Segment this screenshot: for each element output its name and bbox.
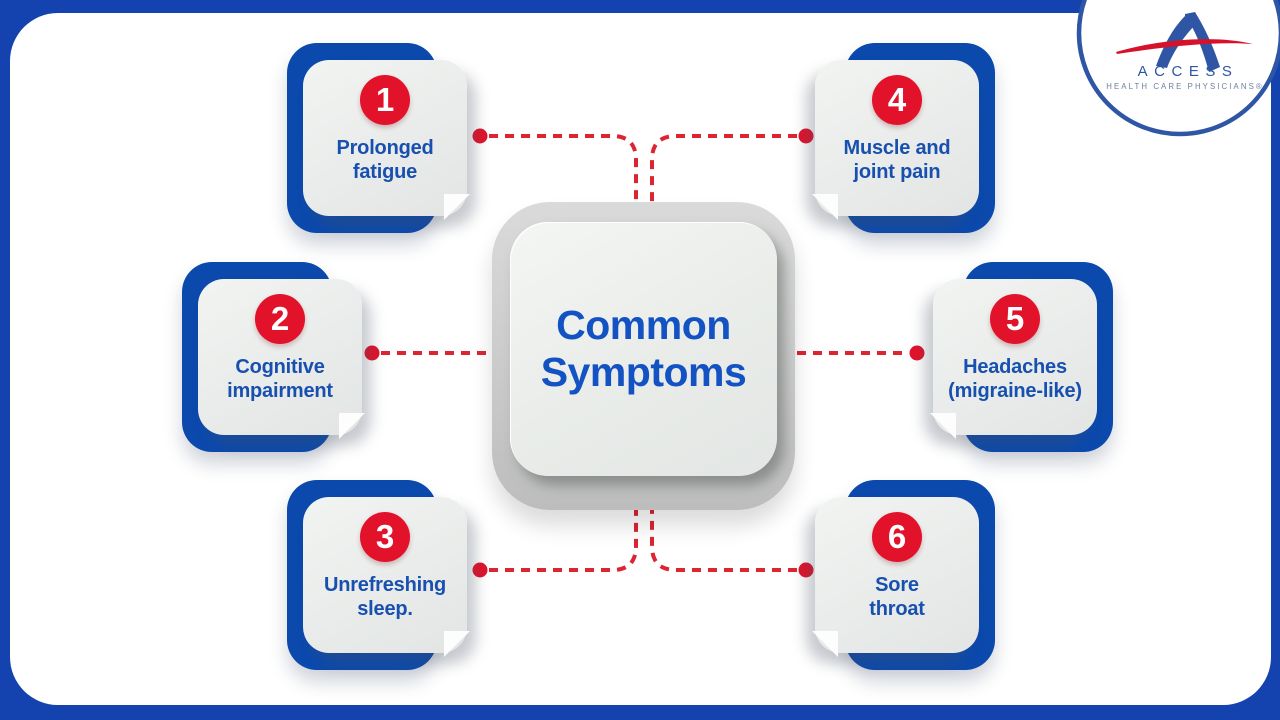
symptom-box-3: 3 Unrefreshing sleep. — [287, 480, 470, 670]
page-curl-decoration — [812, 194, 838, 220]
symptom-3-label: Unrefreshing sleep. — [323, 574, 447, 621]
symptom-box-1: 1 Prolonged fatigue — [287, 43, 470, 233]
logo-red-swoosh — [1116, 39, 1253, 54]
logo-brand-text: ACCESS — [1138, 63, 1239, 80]
logo-circle — [1076, 0, 1280, 137]
symptom-box-3-card: 3 Unrefreshing sleep. — [303, 497, 470, 657]
logo-tagline-text: HEALTH CARE PHYSICIANS® — [1106, 82, 1263, 91]
symptom-box-6-card: 6 Sore throat — [812, 497, 979, 657]
symptom-box-5-card: 5 Headaches (migraine-like) — [930, 279, 1097, 439]
step-2-badge: 2 — [255, 294, 305, 344]
access-a-icon — [1116, 12, 1253, 72]
symptom-box-6: 6 Sore throat — [812, 480, 995, 670]
page-curl-decoration — [339, 413, 365, 439]
step-4-badge: 4 — [872, 75, 922, 125]
step-3-number: 3 — [375, 518, 395, 555]
symptom-5-label: Headaches (migraine-like) — [948, 356, 1082, 403]
step-3-badge: 3 — [360, 512, 410, 562]
diagram-title: Common Symptoms — [540, 301, 747, 395]
step-1-number: 1 — [375, 81, 395, 118]
page-curl-decoration — [930, 413, 956, 439]
page-curl-decoration — [812, 631, 838, 657]
symptom-box-2-card: 2 Cognitive impairment — [198, 279, 365, 439]
symptom-box-4-card: 4 Muscle and joint pain — [812, 60, 979, 220]
symptom-1-label: Prolonged fatigue — [336, 137, 434, 184]
symptom-2-label: Cognitive impairment — [227, 356, 333, 403]
step-5-badge: 5 — [990, 294, 1040, 344]
step-1-badge: 1 — [360, 75, 410, 125]
step-5-number: 5 — [1005, 300, 1025, 337]
center-box-card: Common Symptoms — [510, 222, 777, 476]
step-4-number: 4 — [887, 81, 907, 118]
symptom-box-4: 4 Muscle and joint pain — [812, 43, 995, 233]
brand-logo: ACCESS HEALTH CARE PHYSICIANS® — [1050, 0, 1280, 150]
page-curl-decoration — [444, 194, 470, 220]
symptom-box-2: 2 Cognitive impairment — [182, 262, 365, 452]
symptom-box-1-card: 1 Prolonged fatigue — [303, 60, 470, 220]
step-6-number: 6 — [887, 518, 907, 555]
step-6-badge: 6 — [872, 512, 922, 562]
symptom-box-5: 5 Headaches (migraine-like) — [930, 262, 1113, 452]
center-box: Common Symptoms — [492, 202, 795, 510]
step-2-number: 2 — [270, 300, 290, 337]
symptom-4-label: Muscle and joint pain — [843, 137, 951, 184]
symptom-6-label: Sore throat — [869, 574, 925, 621]
page-curl-decoration — [444, 631, 470, 657]
